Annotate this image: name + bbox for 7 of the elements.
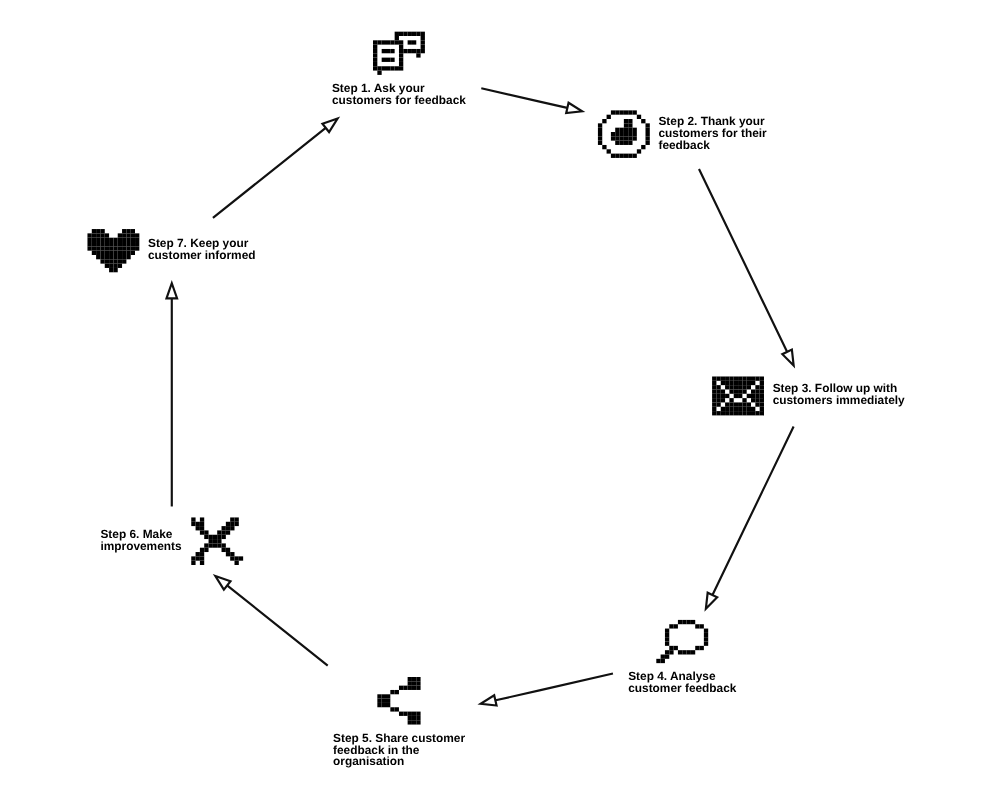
arrow	[703, 426, 794, 612]
arrow	[211, 573, 328, 667]
arrow	[476, 672, 613, 707]
arrow	[163, 279, 178, 507]
arrow	[480, 87, 585, 115]
arrow	[697, 168, 795, 369]
arrow	[211, 116, 340, 219]
